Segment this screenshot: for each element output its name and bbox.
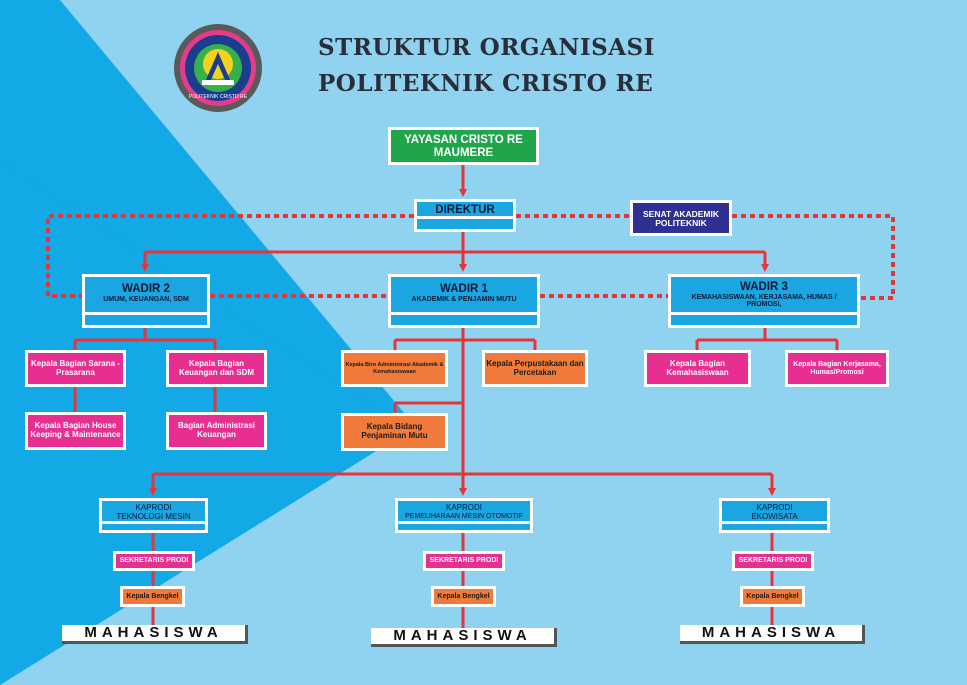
- node-kaprodi-1: KAPRODI TEKNOLOGI MESIN: [99, 498, 208, 533]
- node-kaprodi-2: KAPRODI PEMELIHARAAN MESIN OTOMOTIF: [395, 498, 533, 533]
- node-perpustakaan-label: Kepala Perpustakaan dan Percetakan: [486, 358, 584, 377]
- politeknik-logo: POLITEKNIK CRISTO RE: [174, 24, 262, 112]
- node-bengkel-3: Kepala Bengkel: [740, 586, 805, 607]
- node-kb-kerjasama-label: Kepala Bagian Kerjasama, Humas/Promosi: [793, 360, 881, 376]
- mahasiswa-3: MAHASISWA: [680, 625, 865, 644]
- kaprodi-3-name: EKOWISATA: [751, 511, 798, 521]
- node-wadir1-sub: AKADEMIK & PENJAMIN MUTU: [411, 295, 517, 303]
- node-sekretaris-3: SEKRETARIS PRODI: [732, 551, 814, 571]
- node-bidang-mutu: Kepala Bidang Penjaminan Mutu: [341, 413, 448, 451]
- node-wadir2: WADIR 2 UMUM, KEUANGAN, SDM: [82, 274, 210, 328]
- node-wadir3-sub: KEMAHASISWAAN, KERJASAMA, HUMAS / PROMOS…: [691, 293, 837, 309]
- node-kb-keuangan-label: Kepala Bagian Keuangan dan SDM: [178, 358, 255, 377]
- kaprodi-1-title: KAPRODI: [135, 503, 172, 512]
- logo-text: POLITEKNIK CRISTO RE: [189, 94, 248, 100]
- kaprodi-2-name: PEMELIHARAAN MESIN OTOMOTIF: [405, 512, 523, 520]
- node-kb-kemahasiswaan-label: Kepala Bagian Kemahasiswaan: [666, 358, 729, 377]
- node-biro-admin: Kepala Biro Administrasi Akademik & Kema…: [341, 350, 448, 387]
- node-direktur-label: DIREKTUR: [435, 204, 495, 216]
- kaprodi-3-title: KAPRODI: [756, 503, 793, 512]
- node-wadir2-title: WADIR 2: [122, 283, 170, 295]
- node-perpustakaan: Kepala Perpustakaan dan Percetakan: [482, 350, 588, 387]
- node-sekretaris-1: SEKRETARIS PRODI: [113, 551, 195, 571]
- node-biro-admin-label: Kepala Biro Administrasi Akademik & Kema…: [345, 362, 444, 375]
- node-kb-sarana-label: Kepala Bagian Sarana - Prasarana: [31, 358, 120, 377]
- node-yayasan-label: YAYASAN CRISTO RE MAUMERE: [404, 134, 523, 159]
- kaprodi-2-title: KAPRODI: [445, 503, 482, 512]
- node-kb-kerjasama: Kepala Bagian Kerjasama, Humas/Promosi: [785, 350, 889, 387]
- node-kb-sarana: Kepala Bagian Sarana - Prasarana: [25, 350, 126, 387]
- dotted-left-loop: [46, 214, 414, 298]
- node-kb-kemahasiswaan: Kepala Bagian Kemahasiswaan: [644, 350, 751, 387]
- node-kb-house: Kepala Bagian House Keeping & Maintenanc…: [25, 412, 126, 450]
- node-bidang-mutu-label: Kepala Bidang Penjaminan Mutu: [361, 422, 428, 440]
- sekretaris-2-label: SEKRETARIS PRODI: [429, 557, 499, 565]
- node-senat: SENAT AKADEMIK POLITEKNIK: [630, 200, 732, 236]
- bengkel-1-label: Kepala Bengkel: [126, 592, 179, 600]
- node-bag-admin-label: Bagian Administrasi Keuangan: [177, 421, 256, 439]
- node-kb-keuangan: Kepala Bagian Keuangan dan SDM: [166, 350, 267, 387]
- node-kb-house-label: Kepala Bagian House Keeping & Maintenanc…: [30, 421, 121, 439]
- node-wadir1-title: WADIR 1: [440, 283, 488, 295]
- node-bengkel-2: Kepala Bengkel: [431, 586, 496, 607]
- title-line-1: STRUKTUR ORGANISASI: [318, 34, 655, 61]
- kaprodi-1-name: TEKNOLOGI MESIN: [116, 511, 191, 521]
- node-sekretaris-2: SEKRETARIS PRODI: [423, 551, 505, 571]
- node-yayasan: YAYASAN CRISTO RE MAUMERE: [388, 127, 539, 165]
- mahasiswa-1: MAHASISWA: [62, 625, 248, 644]
- mahasiswa-2: MAHASISWA: [371, 628, 557, 647]
- sekretaris-1-label: SEKRETARIS PRODI: [119, 557, 189, 565]
- node-senat-label: SENAT AKADEMIK POLITEKNIK: [642, 209, 720, 229]
- page-title: STRUKTUR ORGANISASI POLITEKNIK CRISTO RE: [318, 30, 655, 102]
- node-wadir2-sub: UMUM, KEUANGAN, SDM: [103, 295, 189, 303]
- node-bengkel-1: Kepala Bengkel: [120, 586, 185, 607]
- sekretaris-3-label: SEKRETARIS PRODI: [738, 557, 808, 565]
- node-direktur: DIREKTUR: [414, 199, 516, 232]
- bengkel-2-label: Kepala Bengkel: [437, 592, 490, 600]
- node-kaprodi-3: KAPRODI EKOWISATA: [719, 498, 830, 533]
- node-wadir3: WADIR 3 KEMAHASISWAAN, KERJASAMA, HUMAS …: [668, 274, 860, 328]
- node-wadir3-title: WADIR 3: [740, 281, 788, 293]
- bengkel-3-label: Kepala Bengkel: [746, 592, 799, 600]
- node-bag-admin: Bagian Administrasi Keuangan: [166, 412, 267, 450]
- dotted-right-loop: [732, 214, 895, 300]
- node-wadir1: WADIR 1 AKADEMIK & PENJAMIN MUTU: [388, 274, 540, 328]
- title-line-2: POLITEKNIK CRISTO RE: [318, 70, 654, 97]
